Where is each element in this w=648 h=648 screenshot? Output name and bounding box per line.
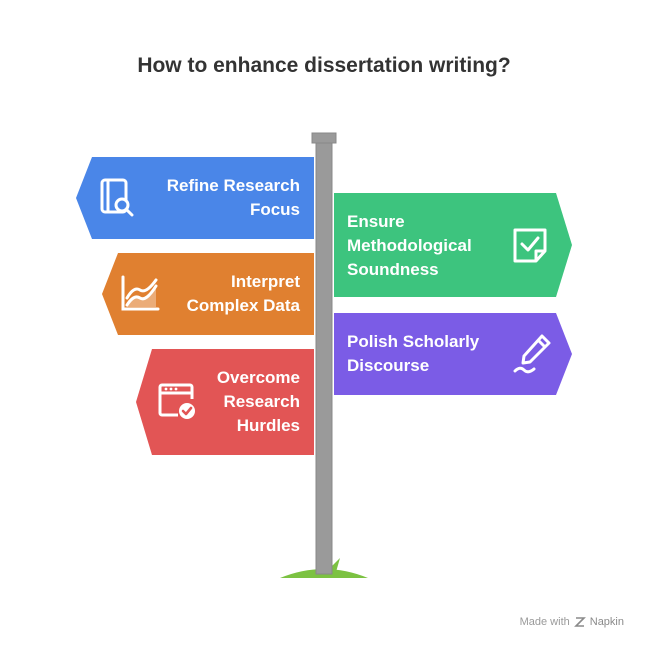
- pen-icon: [513, 334, 551, 374]
- sign-ensure: Ensure Methodological Soundness: [347, 210, 472, 282]
- footer-made-with: Made with: [519, 616, 570, 628]
- checkbox-note-icon: [513, 228, 547, 263]
- sign-interpret-line-1: Interpret: [231, 272, 300, 291]
- sign-refine: Refine Research Focus: [167, 174, 300, 222]
- footer-brand: Napkin: [589, 616, 624, 628]
- sign-overcome-line-2: Research: [223, 392, 300, 411]
- sign-interpret-line-2: Complex Data: [186, 296, 300, 315]
- sign-overcome-line-1: Overcome: [216, 368, 300, 387]
- signpost-pole: [315, 141, 333, 575]
- sign-polish-line-1: Polish Scholarly: [347, 332, 480, 351]
- sign-refine-line-2: Focus: [249, 200, 300, 219]
- area-chart-icon: [121, 275, 160, 311]
- sign-overcome-shape: [136, 349, 314, 455]
- footer-credit: Made with Napkin: [520, 616, 624, 628]
- napkin-logo-icon: [573, 617, 586, 627]
- sign-ensure-shape: [334, 193, 572, 297]
- sign-interpret: Interpret Complex Data: [187, 270, 300, 318]
- signpost-cap: [311, 132, 337, 144]
- sign-ensure-line-1: Ensure: [347, 212, 405, 231]
- sign-polish-shape: [334, 313, 572, 395]
- sign-refine-line-1: Refine Research: [166, 176, 300, 195]
- sign-polish: Polish Scholarly Discourse: [347, 330, 479, 378]
- book-search-icon: [100, 178, 134, 217]
- sign-overcome: Overcome Research Hurdles: [217, 366, 300, 438]
- sign-interpret-shape: [102, 253, 314, 335]
- browser-check-icon: [158, 383, 195, 419]
- sign-overcome-line-3: Hurdles: [236, 416, 300, 435]
- sign-refine-shape: [76, 157, 314, 239]
- page-title: How to enhance dissertation writing?: [137, 54, 511, 77]
- sign-ensure-line-3: Soundness: [347, 260, 439, 279]
- sign-polish-line-2: Discourse: [347, 356, 430, 375]
- sign-ensure-line-2: Methodological: [347, 236, 472, 255]
